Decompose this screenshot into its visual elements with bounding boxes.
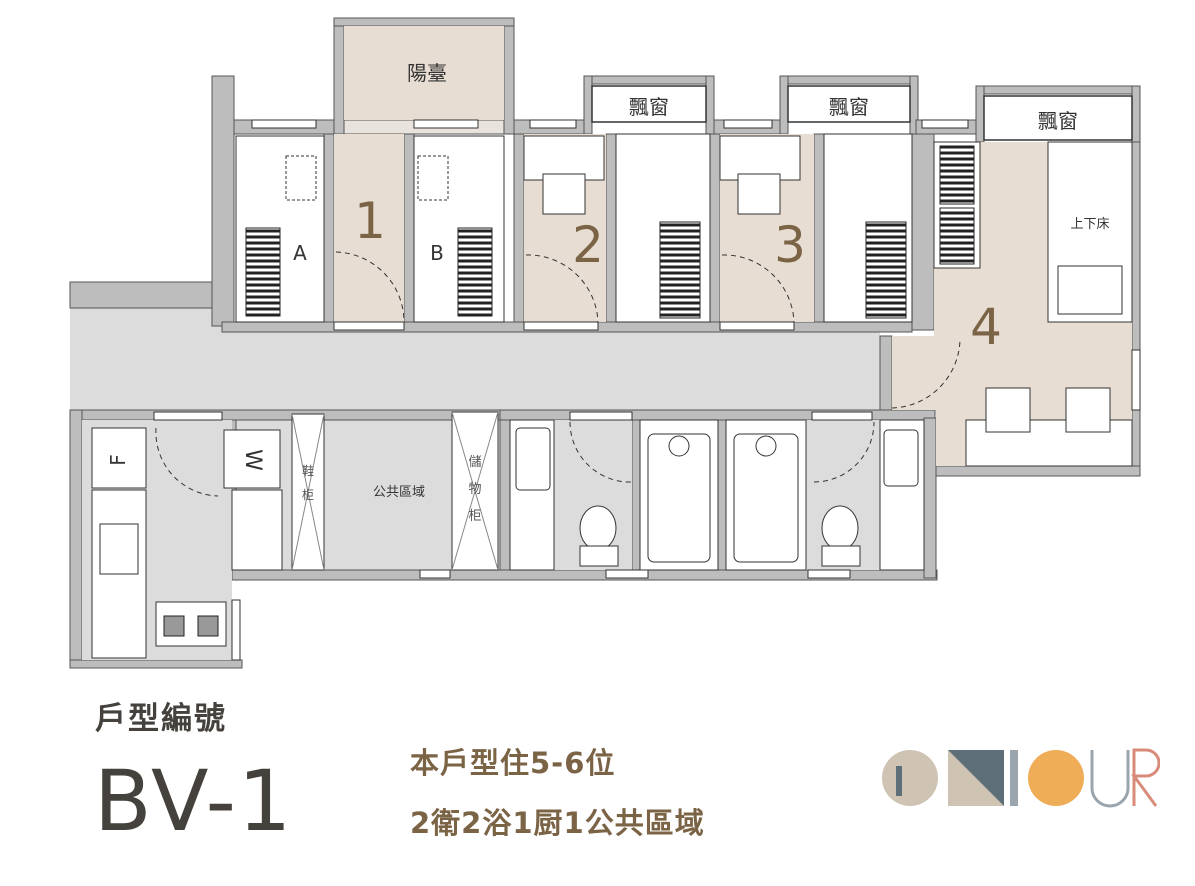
storage-cabinet-label-1: 儲 [468, 455, 481, 470]
bay-window-label-3: 飄窗 [829, 95, 869, 119]
bunk-bed-label: 上下床 [1070, 217, 1109, 232]
window [605, 569, 649, 579]
drain-icon [668, 435, 690, 457]
window [723, 119, 773, 129]
window [333, 321, 405, 331]
window [413, 119, 479, 129]
room3-chair [737, 173, 781, 215]
sink-icon [99, 523, 139, 575]
window [231, 599, 241, 661]
room4-number: 4 [970, 298, 1002, 356]
room3-door-swing [721, 254, 795, 323]
fridge-label: F [106, 454, 130, 466]
window [569, 411, 633, 421]
pillow-icon [285, 155, 317, 201]
room4-chair [985, 387, 1031, 433]
radiator-icon [865, 221, 907, 319]
storage-cabinet-label-3: 柜 [468, 509, 481, 524]
shoe-cabinet-label-2: 柜 [302, 488, 314, 502]
bathtub1-inner [647, 433, 711, 563]
fridge [91, 427, 147, 489]
room1-number: 1 [354, 192, 386, 250]
bay-window-room2 [591, 85, 707, 123]
radiator-icon [245, 227, 281, 317]
room3-number: 3 [774, 216, 806, 274]
radiator-icon [457, 227, 493, 317]
toilet-tank [579, 545, 619, 567]
occupancy-text: 本戶型住5-6位 [410, 746, 616, 780]
window [529, 119, 577, 129]
pillow-icon [417, 155, 449, 201]
room2-desk [523, 135, 605, 181]
room1-floor [334, 134, 404, 322]
toilet-icon [579, 505, 617, 551]
radiator-icon [939, 145, 975, 205]
window [1131, 349, 1141, 411]
room2-number: 2 [572, 216, 604, 274]
room2-door-swing [525, 254, 599, 323]
window [419, 569, 451, 579]
room4-bunk-bed [1047, 141, 1133, 323]
radiator-icon [659, 221, 701, 319]
unit-code: BV-1 [94, 752, 294, 850]
window [719, 321, 795, 331]
storage-cabinet-label-2: 物 [468, 482, 481, 497]
bathroom1-door-swing [569, 421, 633, 483]
window [807, 569, 851, 579]
window [523, 321, 599, 331]
public-area-label: 公共區域 [373, 485, 425, 500]
bed-label-a: A [293, 241, 307, 265]
window [921, 119, 969, 129]
balcony-floor [344, 26, 504, 120]
facilities-text: 2衛2浴1厨1公共區域 [410, 806, 705, 840]
kitchen-counter [231, 489, 283, 571]
washer [223, 429, 281, 489]
room1-door-swing [335, 251, 405, 323]
bay-window-label-2: 飄窗 [629, 95, 669, 119]
burner-icon [163, 615, 185, 637]
burner-icon [197, 615, 219, 637]
drain-icon [755, 435, 777, 457]
balcony-label: 陽臺 [407, 61, 447, 85]
sink-icon [515, 427, 551, 491]
window [153, 411, 223, 421]
toilet-icon [821, 505, 859, 551]
room2-chair [542, 173, 586, 215]
ontour-logo [882, 748, 1160, 808]
window [811, 411, 873, 421]
room4-door-swing [891, 337, 961, 409]
shoe-cabinet-label-1: 鞋 [302, 463, 314, 478]
toilet-tank [821, 545, 861, 567]
washer-label: W [240, 449, 265, 471]
bathroom2-door-swing [813, 421, 875, 483]
room4-chair [1065, 387, 1111, 433]
sink-icon [883, 429, 919, 487]
bed-label-b: B [430, 241, 444, 265]
room3-desk [719, 135, 801, 181]
bay-window-room4 [983, 95, 1133, 141]
kitchen-door-swing [155, 427, 219, 497]
floor-plan: 陽臺 飄窗 飄窗 飄窗 1 A B 2 3 上下床 4 F W [69, 17, 1141, 669]
unit-heading: 戶型編號 [95, 701, 227, 737]
bathtub2-inner [733, 433, 799, 563]
bay-window-label-4: 飄窗 [1038, 109, 1078, 133]
pillow-icon [1057, 265, 1123, 315]
radiator-icon [939, 207, 975, 265]
bay-window-room3 [787, 85, 911, 123]
window [251, 119, 317, 129]
